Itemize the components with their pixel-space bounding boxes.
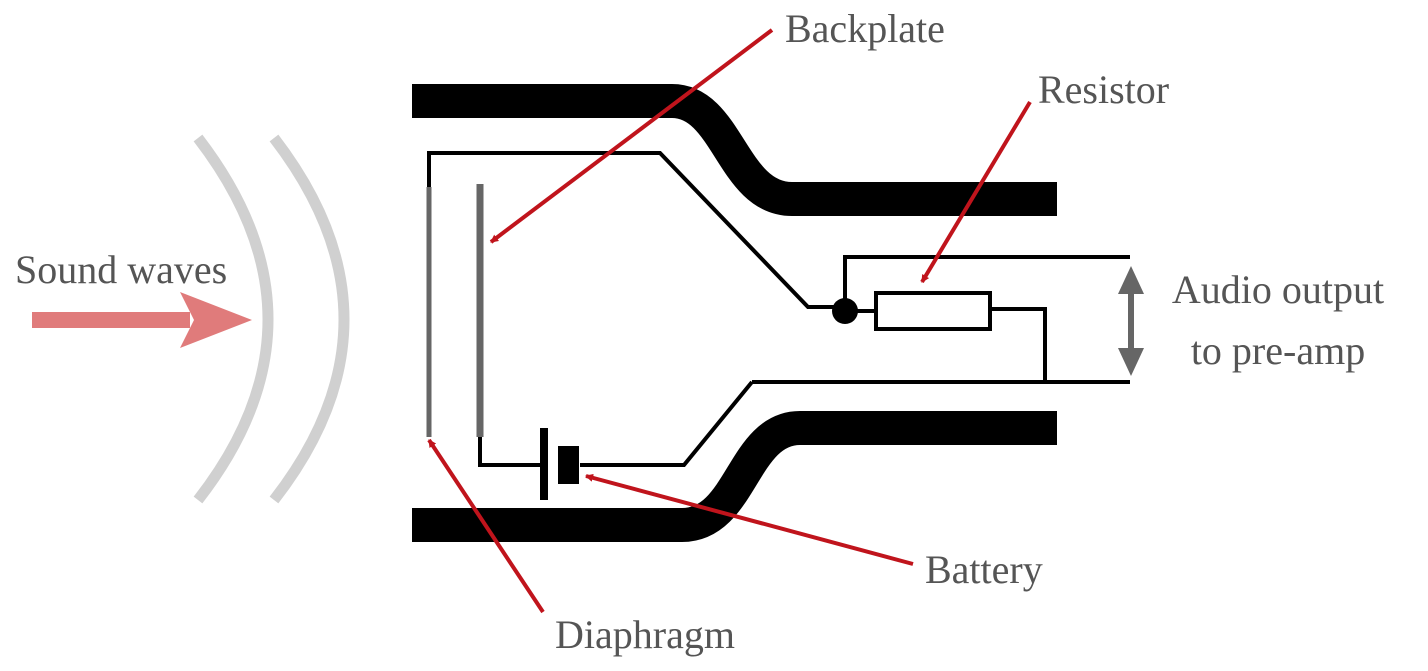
housing-top: [412, 84, 1057, 216]
label-audio-output-line1: Audio output: [1172, 267, 1384, 312]
label-battery: Battery: [925, 547, 1043, 592]
label-audio-output-line2: to pre-amp: [1191, 328, 1365, 373]
housing-bottom: [412, 411, 1057, 542]
backplate-pointer: [489, 28, 774, 244]
battery-pointer: [585, 473, 914, 566]
resistor-symbol: [874, 291, 992, 331]
diaphragm-pointer: [427, 438, 545, 614]
label-diaphragm: Diaphragm: [555, 612, 735, 657]
wire-resistor-right: [990, 307, 1047, 382]
resistor-pointer: [920, 100, 1032, 284]
pointer-arrows: [427, 28, 1032, 614]
label-sound-waves: Sound waves: [15, 247, 227, 292]
battery-short-plate: [558, 446, 579, 484]
housing: [412, 84, 1057, 542]
wire-node-to-output-top: [843, 255, 1130, 307]
sound-wave-inner: [193, 134, 274, 504]
sound-waves: [193, 134, 350, 504]
battery-symbol: [540, 428, 579, 500]
label-backplate: Backplate: [785, 6, 945, 51]
audio-output-arrow: [1118, 266, 1144, 376]
wire-to-battery: [580, 380, 754, 467]
labels: Sound waves Backplate Resistor Audio out…: [15, 6, 1384, 657]
junction-node: [832, 298, 858, 324]
sound-arrow: [32, 292, 252, 348]
wire-diaphragm-to-node: [427, 151, 845, 309]
label-resistor: Resistor: [1038, 67, 1169, 112]
sound-wave-outer: [269, 134, 350, 504]
wire-backplate-to-battery: [478, 437, 543, 467]
circuit-wiring: [427, 151, 1130, 467]
